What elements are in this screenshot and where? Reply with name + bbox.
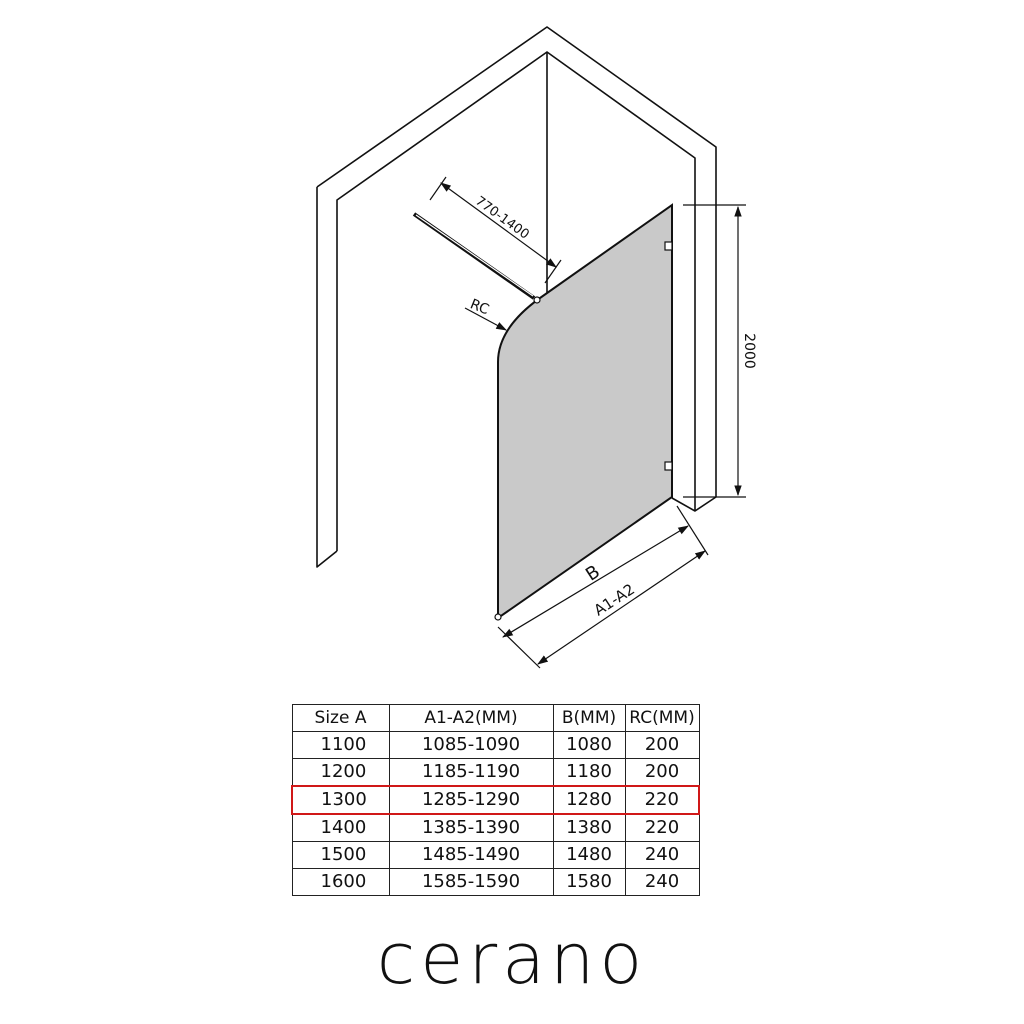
cell-rc: 220: [624, 785, 700, 815]
table-row: 1100 1085-1090 1080 200: [291, 731, 700, 759]
cell-size: 1200: [291, 758, 390, 787]
cell-b: 1080: [552, 731, 626, 759]
table-row: 1500 1485-1490 1480 240: [291, 841, 700, 869]
shower-panel-diagram: 770-1400 RC 2000 B A1-A2: [316, 26, 757, 669]
total-width-label: A1-A2: [591, 580, 638, 619]
size-spec-table: Size A A1-A2(MM) B(MM) RC(MM) 1100 1085-…: [291, 704, 700, 896]
cell-a1-a2: 1085-1090: [388, 731, 554, 759]
cell-a1-a2: 1485-1490: [388, 841, 554, 869]
cell-size: 1400: [291, 813, 390, 842]
cell-rc: 240: [624, 841, 700, 869]
rail-length-label: 770-1400: [472, 194, 531, 243]
cell-b: 1380: [552, 813, 626, 842]
fittings: [494, 241, 673, 621]
cell-b: 1580: [552, 868, 626, 896]
table-row: 1200 1185-1190 1180 200: [291, 758, 700, 787]
glass-panel: [497, 203, 673, 620]
rail-length-dimension: [429, 176, 562, 284]
table-row: 1400 1385-1390 1380 220: [291, 813, 700, 842]
cell-a1-a2: 1185-1190: [388, 758, 554, 787]
cell-size: 1500: [291, 841, 390, 869]
height-dimension: [683, 204, 746, 498]
rc-label: RC: [468, 296, 492, 318]
width-dimensions: [497, 505, 709, 669]
cell-b: 1280: [552, 785, 626, 815]
cell-rc: 200: [624, 731, 700, 759]
header-rc: RC(MM): [624, 704, 700, 732]
cell-a1-a2: 1385-1390: [388, 813, 554, 842]
cell-a1-a2: 1585-1590: [388, 868, 554, 896]
table-row-highlighted: 1300 1285-1290 1280 220: [291, 785, 700, 815]
cell-size: 1300: [291, 785, 390, 815]
header-b: B(MM): [552, 704, 626, 732]
panel-width-label: B: [582, 561, 604, 585]
brand-logo: cerano: [376, 918, 648, 1000]
cell-rc: 220: [624, 813, 700, 842]
cell-size: 1100: [291, 731, 390, 759]
height-label: 2000: [741, 333, 757, 369]
cell-size: 1600: [291, 868, 390, 896]
table-header-row: Size A A1-A2(MM) B(MM) RC(MM): [291, 704, 700, 732]
cell-b: 1480: [552, 841, 626, 869]
cell-rc: 200: [624, 758, 700, 787]
header-a1-a2: A1-A2(MM): [388, 704, 554, 732]
cell-a1-a2: 1285-1290: [388, 785, 554, 815]
header-size: Size A: [291, 704, 390, 732]
cell-b: 1180: [552, 758, 626, 787]
rc-leader: [464, 307, 507, 331]
cell-rc: 240: [624, 868, 700, 896]
table-row: 1600 1585-1590 1580 240: [291, 868, 700, 896]
